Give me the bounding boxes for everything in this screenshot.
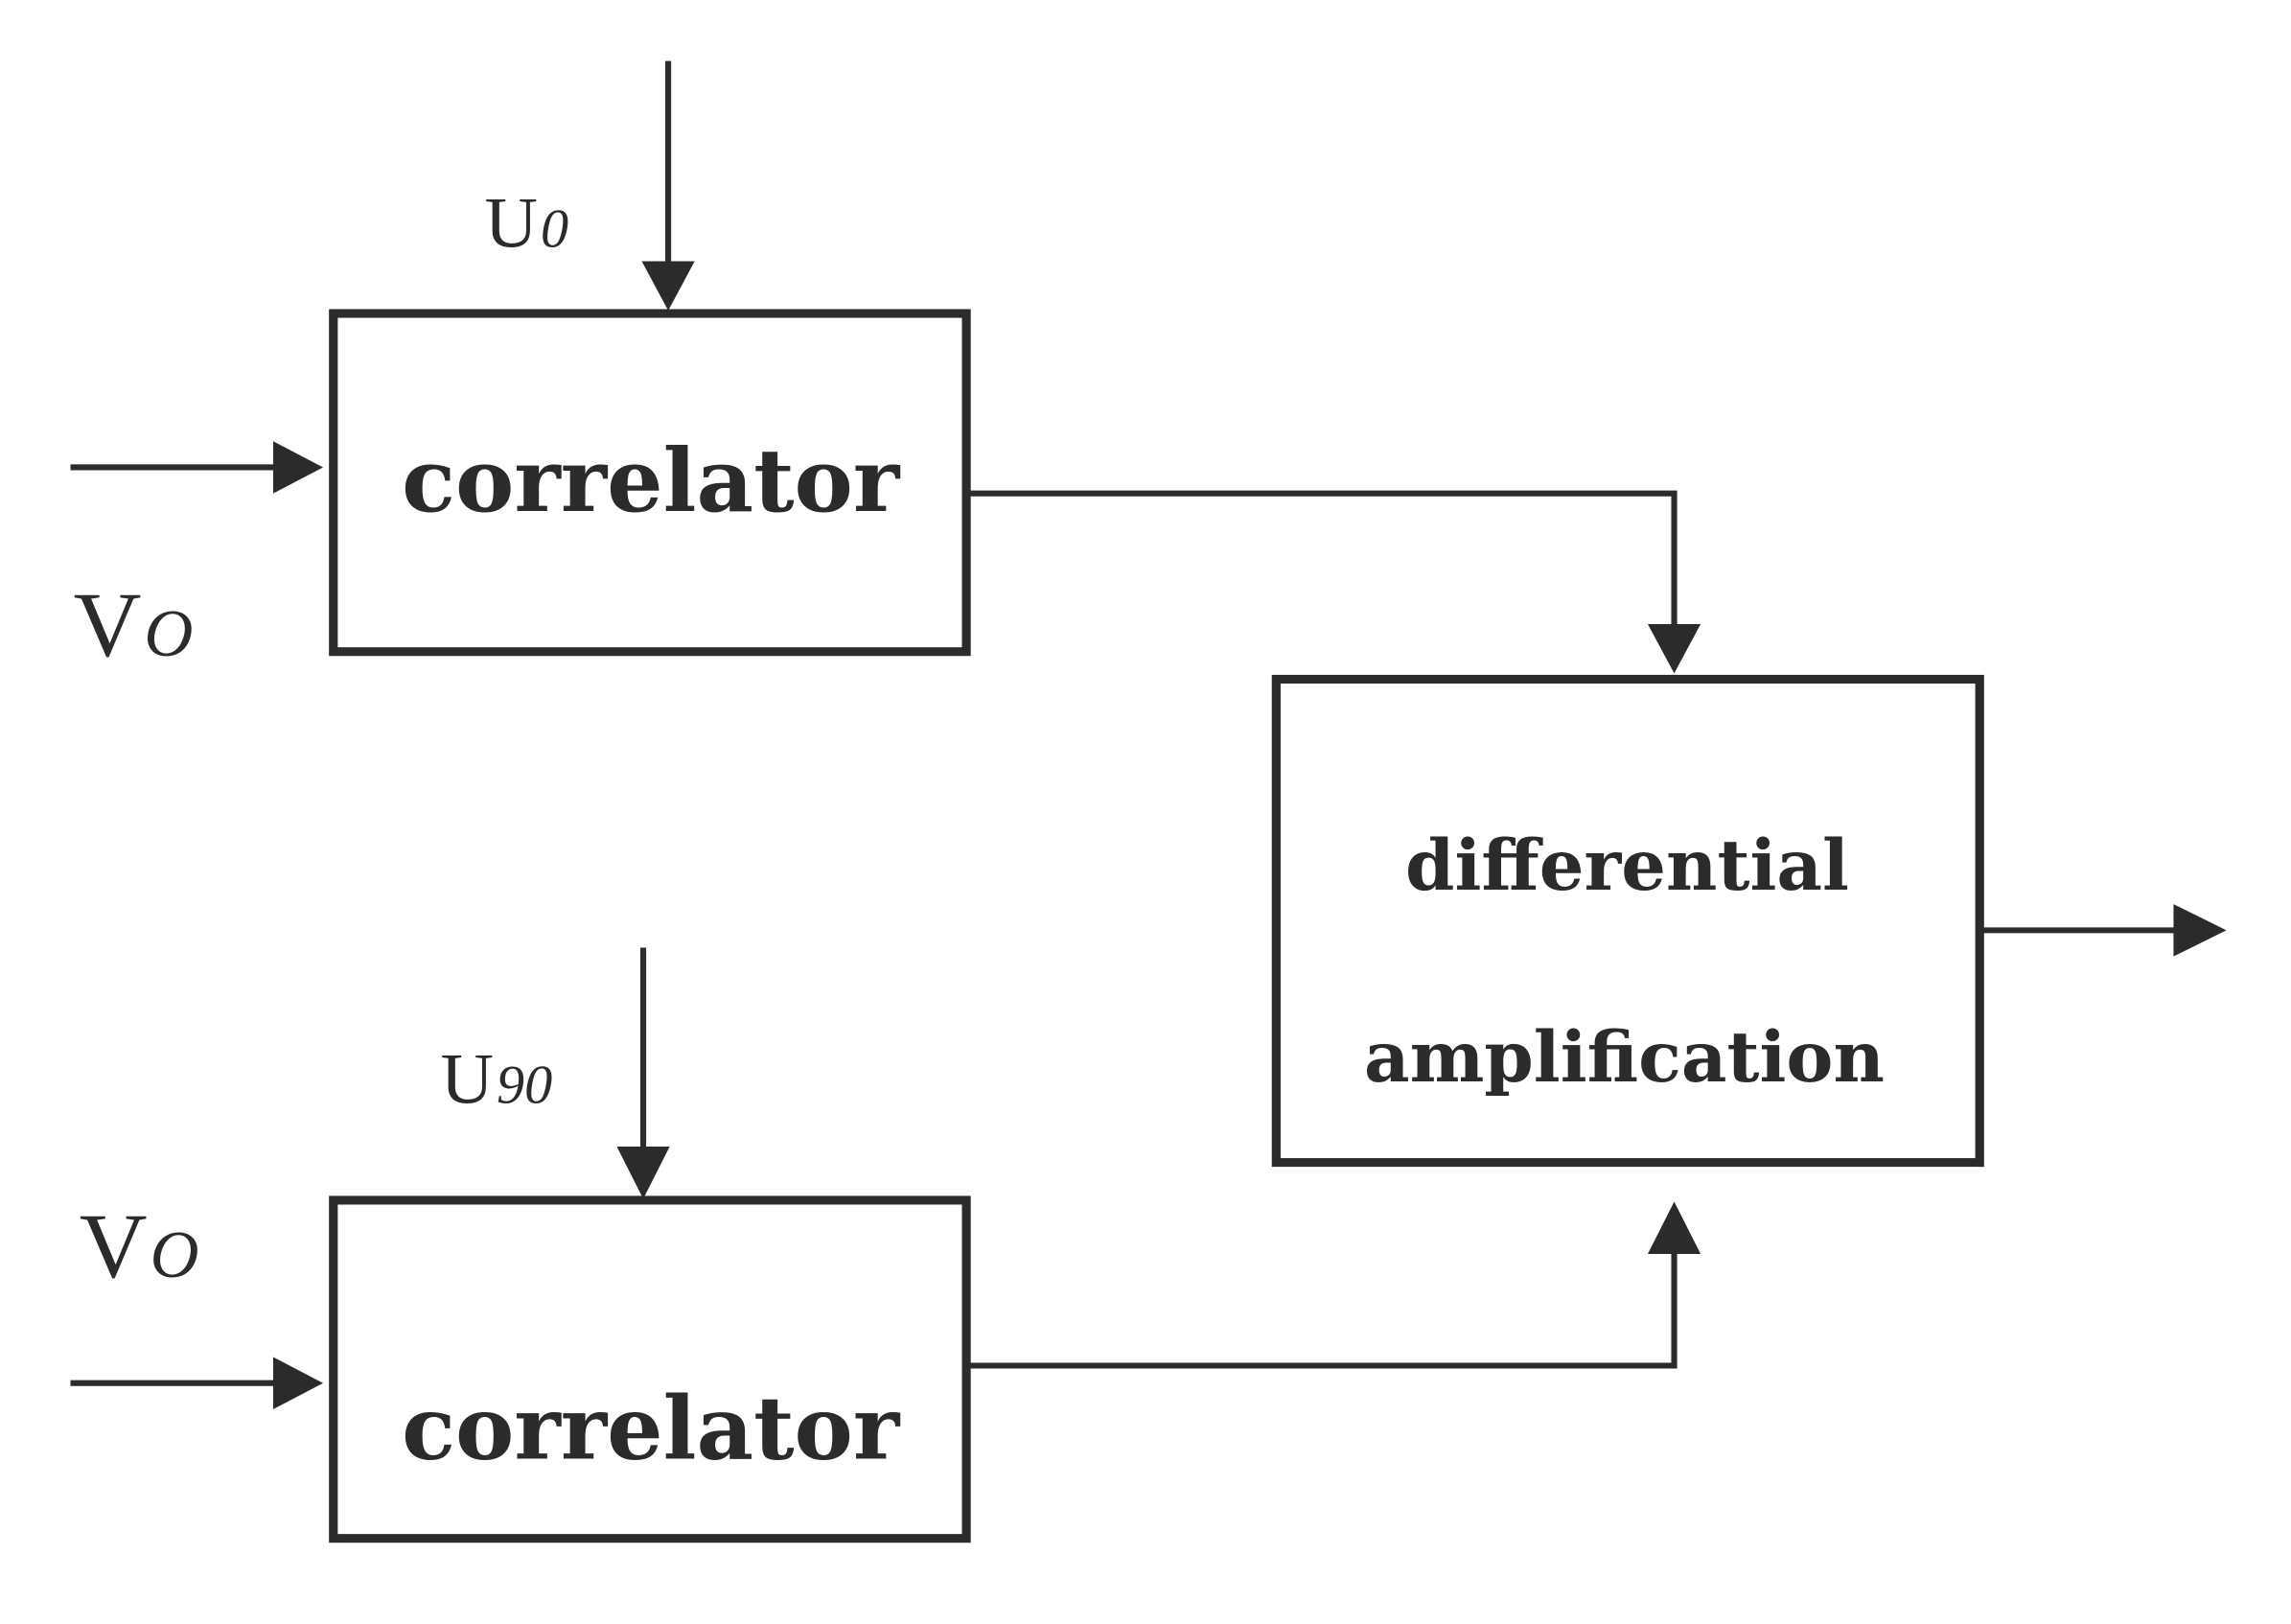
u0-input-arrow (641, 60, 695, 311)
correlator-bottom-label: correlator (402, 1377, 901, 1479)
correlator-bottom-block: correlator (329, 1195, 971, 1543)
arrowhead-down-icon (616, 1146, 670, 1199)
arrowhead-right-icon (272, 441, 324, 494)
correlator-top-box (329, 309, 971, 657)
u0-label: U0 (485, 183, 569, 263)
arrowhead-down-icon (1647, 623, 1701, 674)
arrowhead-down-icon (641, 261, 695, 311)
arrowhead-right-icon (2173, 904, 2227, 957)
vo-top-input-arrow (70, 441, 324, 494)
top-correlator-to-amplifier-wire (969, 490, 1701, 674)
u90-input-arrow (616, 947, 670, 1199)
u90-label: U90 (441, 1039, 553, 1119)
differential-amplification-box (1271, 674, 1984, 1168)
differential-label: differential (1405, 824, 1849, 906)
correlator-bottom-box (329, 1195, 971, 1543)
vo-bottom-label: VO (80, 1195, 199, 1298)
amplification-label: amplification (1364, 1016, 1885, 1098)
vo-top-label: VO (74, 574, 194, 677)
bottom-correlator-to-amplifier-wire (969, 1201, 1701, 1369)
amplifier-output-arrow (1982, 904, 2227, 957)
correlator-top-block: correlator (329, 309, 971, 657)
arrowhead-right-icon (272, 1357, 324, 1409)
arrowhead-up-icon (1647, 1201, 1701, 1254)
correlator-top-label: correlator (402, 429, 901, 531)
differential-amplification-block: differential amplification (1271, 674, 1984, 1168)
vo-bottom-input-arrow (70, 1357, 324, 1409)
